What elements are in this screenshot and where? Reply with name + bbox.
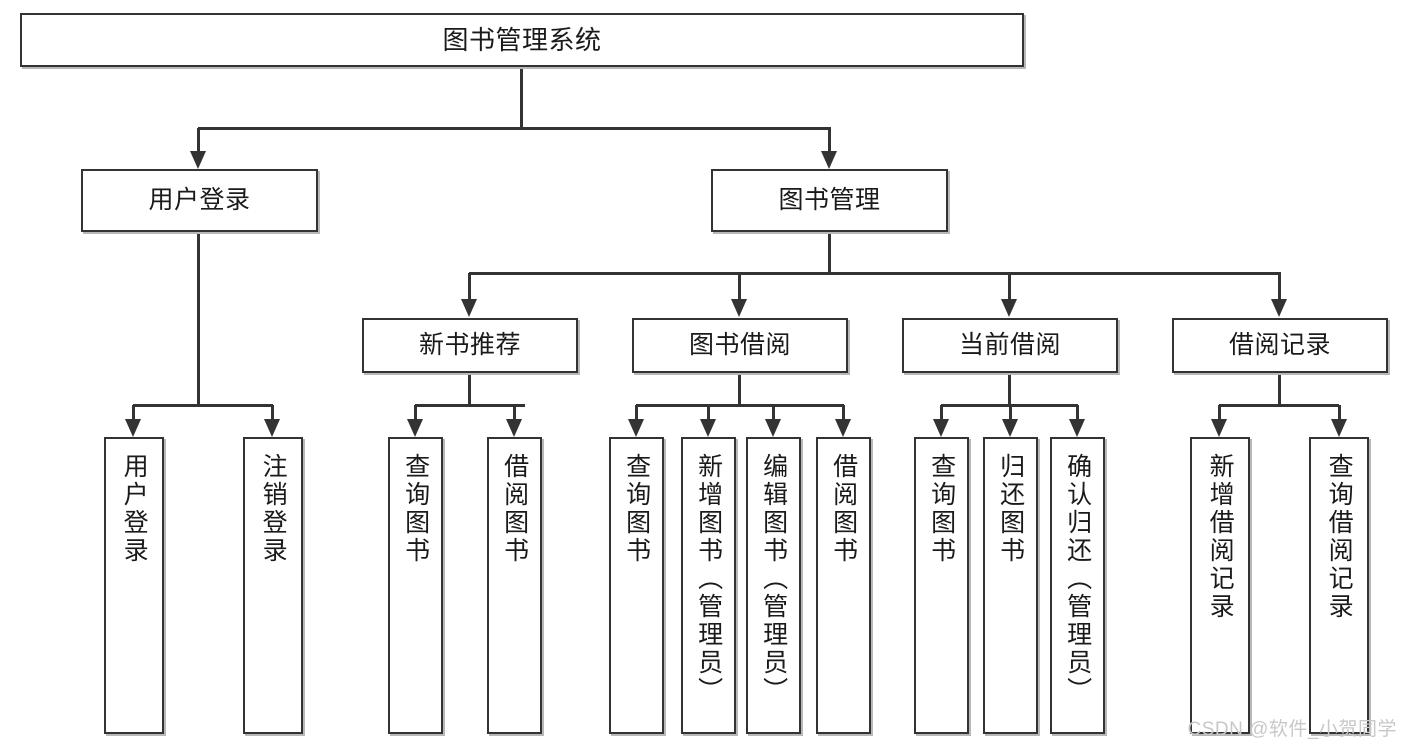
group-drop-2-1 (1009, 405, 1012, 419)
leaf-user-login[interactable]: 用户登录 (104, 437, 164, 734)
leaf-borrow-book[interactable]: 借阅图书 (487, 437, 542, 734)
arrow-head-icon (190, 151, 206, 169)
group-drop-1-0 (635, 405, 638, 419)
node-label: 查询图书 (401, 453, 430, 565)
level3-drop-0 (468, 273, 471, 299)
group-drop-2-2 (1076, 405, 1079, 419)
login-drop-0 (132, 405, 135, 419)
watermark: CSDN @软件_小贺同学 (1187, 719, 1397, 740)
leaf-logout[interactable]: 注销登录 (243, 437, 303, 734)
node-label: 注销登录 (259, 453, 288, 565)
node-label: 查询图书 (622, 453, 651, 565)
node-label: 确认归还（管理员） (1063, 453, 1092, 705)
arrow-head-icon (933, 419, 949, 437)
arrow-head-icon (731, 299, 747, 317)
level3-drop-1 (738, 273, 741, 299)
root-stem (520, 67, 523, 128)
login-drop-1 (271, 405, 274, 419)
group-bus-bar-borrow-record (1219, 404, 1339, 407)
arrow-head-icon (628, 419, 644, 437)
node-label: 新书推荐 (418, 330, 521, 359)
level3-drop-3 (1278, 273, 1281, 299)
leaf-add-book-admin[interactable]: 新增图书（管理员） (681, 437, 736, 734)
node-label: 借阅图书 (500, 453, 529, 565)
group-bus-bar-new-book-recommend (415, 404, 525, 407)
group-stem-current-borrow (1008, 373, 1011, 405)
leaf-edit-book-admin[interactable]: 编辑图书（管理员） (746, 437, 801, 734)
node-label: 借阅图书 (829, 453, 858, 565)
leaf-return-book[interactable]: 归还图书 (983, 437, 1038, 734)
node-label: 归还图书 (996, 453, 1025, 565)
group-drop-1-1 (707, 405, 710, 419)
group-drop-1-3 (842, 405, 845, 419)
leaf-add-borrow-record[interactable]: 新增借阅记录 (1190, 437, 1250, 734)
group-drop-0-0 (414, 405, 417, 419)
arrow-head-icon (461, 299, 477, 317)
leaf-confirm-return-admin[interactable]: 确认归还（管理员） (1050, 437, 1105, 734)
leaf-query-book[interactable]: 查询图书 (914, 437, 969, 734)
node-label: 图书管理系统 (442, 24, 602, 55)
group-stem-book-borrow (738, 373, 741, 405)
node-label: 用户登录 (120, 453, 149, 565)
group-drop-3-0 (1218, 405, 1221, 419)
arrow-head-icon (1211, 419, 1227, 437)
books-stem (828, 232, 831, 273)
node-label: 编辑图书（管理员） (759, 453, 788, 705)
group-stem-new-book-recommend (468, 373, 471, 405)
level2-bus-bar (198, 127, 831, 130)
node-borrow-record[interactable]: 借阅记录 (1172, 318, 1388, 373)
group-drop-3-1 (1338, 405, 1341, 419)
leaf-query-borrow-record[interactable]: 查询借阅记录 (1309, 437, 1369, 734)
arrow-head-icon (1331, 419, 1347, 437)
login-stem (197, 232, 200, 405)
node-book-borrow[interactable]: 图书借阅 (632, 318, 848, 373)
group-stem-borrow-record (1278, 373, 1281, 405)
group-drop-2-0 (940, 405, 943, 419)
node-book-management-system[interactable]: 图书管理系统 (20, 13, 1024, 67)
node-label: 用户登录 (148, 185, 251, 214)
group-bus-bar-book-borrow (636, 404, 844, 407)
arrow-head-icon (264, 419, 280, 437)
level3-drop-2 (1008, 273, 1011, 299)
node-new-book-recommend[interactable]: 新书推荐 (362, 318, 578, 373)
arrow-head-icon (765, 419, 781, 437)
arrow-head-icon (835, 419, 851, 437)
arrow-head-icon (1271, 299, 1287, 317)
arrow-head-icon (1001, 299, 1017, 317)
arrow-head-icon (1002, 419, 1018, 437)
group-drop-0-1 (513, 405, 516, 419)
level2-drop-0 (197, 128, 200, 151)
arrow-head-icon (125, 419, 141, 437)
leaf-borrow-book[interactable]: 借阅图书 (816, 437, 871, 734)
node-label: 图书管理 (778, 185, 881, 214)
node-book-management[interactable]: 图书管理 (711, 169, 948, 232)
level2-drop-1 (828, 128, 831, 151)
node-label: 当前借阅 (958, 330, 1061, 359)
level3-bus-bar (469, 272, 1281, 275)
node-label: 查询图书 (927, 453, 956, 565)
arrow-head-icon (506, 419, 522, 437)
leaf-query-book[interactable]: 查询图书 (609, 437, 664, 734)
node-label: 查询借阅记录 (1325, 453, 1354, 621)
node-label: 新增图书（管理员） (694, 453, 723, 705)
arrow-head-icon (700, 419, 716, 437)
leaf-query-book[interactable]: 查询图书 (388, 437, 443, 734)
node-user-login[interactable]: 用户登录 (81, 169, 318, 232)
login-bus-bar (133, 404, 273, 407)
arrow-head-icon (821, 151, 837, 169)
node-label: 新增借阅记录 (1206, 453, 1235, 621)
arrow-head-icon (1069, 419, 1085, 437)
node-current-borrow[interactable]: 当前借阅 (902, 318, 1118, 373)
arrow-head-icon (407, 419, 423, 437)
group-drop-1-2 (772, 405, 775, 419)
node-label: 图书借阅 (688, 330, 791, 359)
node-label: 借阅记录 (1228, 330, 1331, 359)
